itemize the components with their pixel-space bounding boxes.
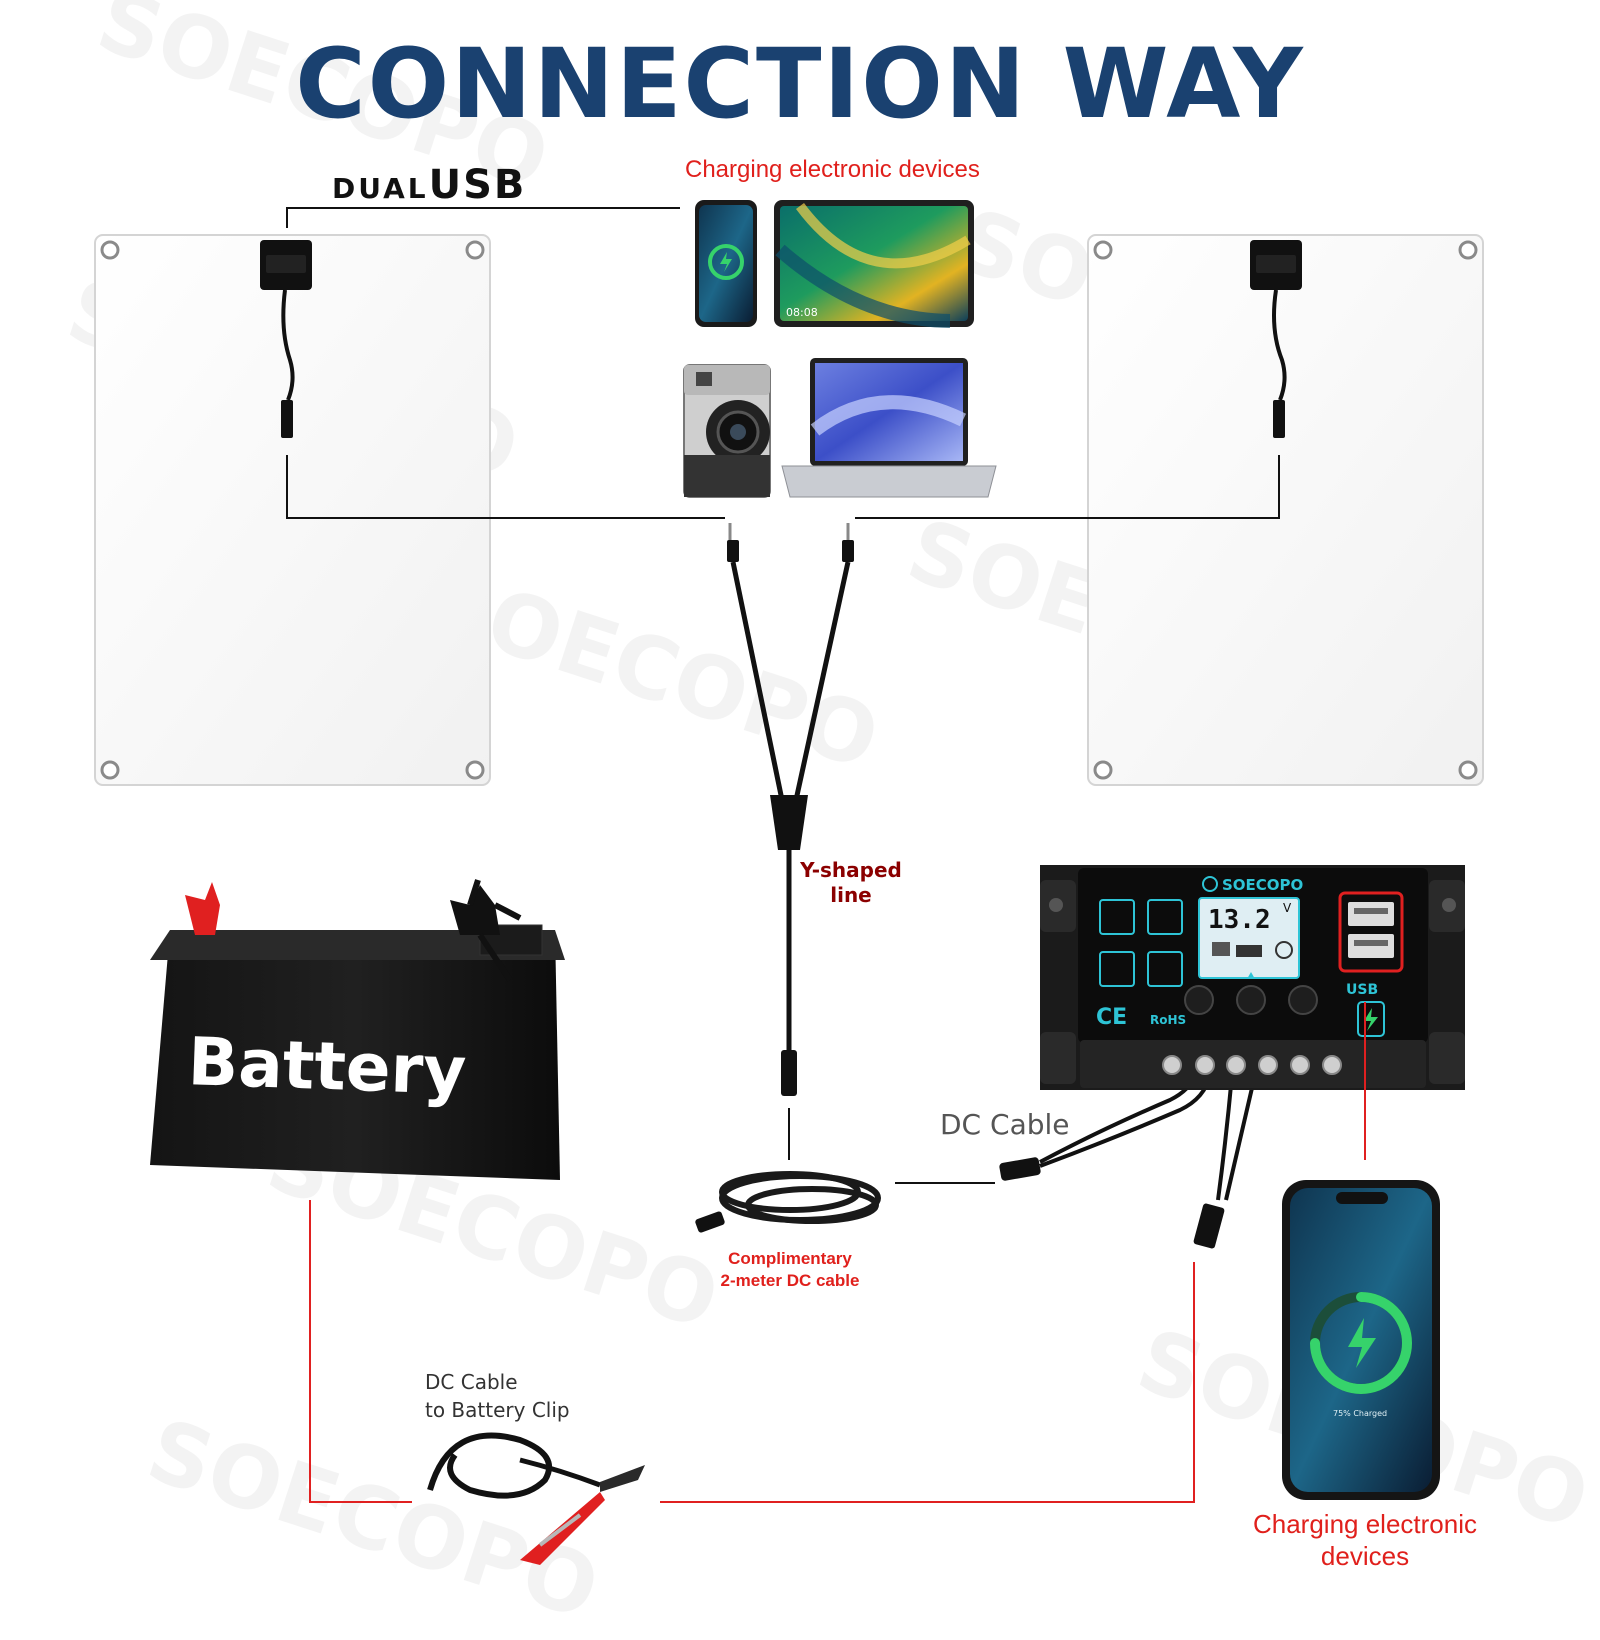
phone-large: 75% Charged bbox=[1282, 1180, 1440, 1500]
controller-unit: V bbox=[1283, 901, 1292, 915]
battery-label: Battery bbox=[186, 1023, 468, 1110]
device-phone-small bbox=[695, 200, 757, 327]
solar-panel-left bbox=[94, 234, 491, 786]
solar-panel-right bbox=[1087, 234, 1484, 786]
phone-devices-label-line1: Charging electronic bbox=[1252, 1509, 1477, 1539]
battery bbox=[150, 879, 565, 1180]
battery-clip-cable bbox=[427, 1432, 645, 1565]
page-title: CONNECTION WAY bbox=[295, 28, 1305, 140]
y-line-label-line2: line bbox=[830, 883, 872, 907]
dual-usb-big: USB bbox=[428, 162, 527, 208]
controller-voltage: 13.2 bbox=[1208, 905, 1271, 935]
tablet-time: 08:08 bbox=[786, 306, 818, 319]
connection-diagram: 08:08 bbox=[94, 200, 1484, 1565]
dual-usb-small: DUAL bbox=[332, 172, 429, 205]
controller-usb-label: USB bbox=[1346, 982, 1378, 998]
device-laptop bbox=[781, 358, 997, 498]
y-line-label-line1: Y-shaped bbox=[800, 858, 902, 882]
extension-cable-label: Complimentary 2-meter DC cable bbox=[690, 1248, 890, 1292]
ce-mark: CE bbox=[1096, 1005, 1127, 1030]
battery-clip-label: DC Cable to Battery Clip bbox=[425, 1368, 570, 1424]
controller-brand: SOECOPO bbox=[1222, 876, 1303, 894]
phone-devices-label: Charging electronic devices bbox=[1230, 1508, 1500, 1572]
battery-clip-label-line2: to Battery Clip bbox=[425, 1398, 570, 1422]
dual-usb-label: DUALUSB bbox=[332, 162, 526, 208]
phone-devices-label-line2: devices bbox=[1320, 1541, 1410, 1571]
extension-cable-label-line2: 2-meter DC cable bbox=[720, 1271, 860, 1290]
y-line-label: Y-shaped line bbox=[796, 858, 906, 908]
red-wires bbox=[309, 1002, 1366, 1503]
panel-connection-lines bbox=[286, 207, 1280, 519]
device-tablet: 08:08 bbox=[774, 200, 974, 328]
device-camera bbox=[683, 364, 771, 498]
y-shaped-cable bbox=[727, 523, 854, 1160]
rohs-mark: RoHS bbox=[1150, 1013, 1186, 1027]
charge-controller: 13.2 V CE RoHS SOECOPO USB bbox=[1040, 865, 1465, 1090]
battery-clip-label-line1: DC Cable bbox=[425, 1370, 518, 1394]
controller-load-cable bbox=[1193, 1074, 1257, 1249]
dc-cable-label: DC Cable bbox=[940, 1108, 1070, 1141]
extension-cable-label-line1: Complimentary bbox=[728, 1249, 852, 1268]
top-devices-label: Charging electronic devices bbox=[685, 156, 980, 183]
phone-status-text: 75% Charged bbox=[1333, 1409, 1387, 1418]
extension-cable-coil bbox=[695, 1171, 995, 1233]
